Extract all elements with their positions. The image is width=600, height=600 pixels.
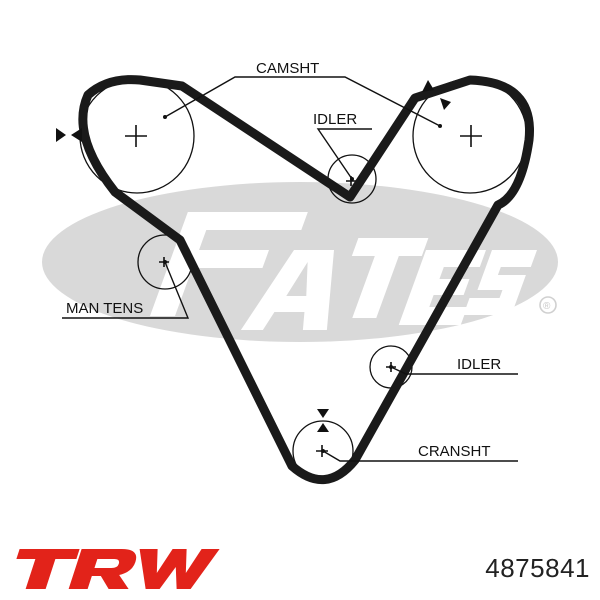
label-man-tens: MAN TENS [66,300,143,317]
label-idler-right: IDLER [457,356,501,373]
leader-lines [62,76,518,462]
part-number: 4875841 [485,553,590,583]
label-cranshaft: CRANSHT [418,443,491,460]
label-camshaft: CAMSHT [256,60,319,77]
label-idler-top: IDLER [313,111,357,128]
timing-belt [78,75,534,484]
trw-logo-icon [16,549,220,589]
trademark-symbol: ® [543,301,551,312]
timing-mark-arrows [56,80,451,432]
gates-logo-icon [42,182,558,342]
